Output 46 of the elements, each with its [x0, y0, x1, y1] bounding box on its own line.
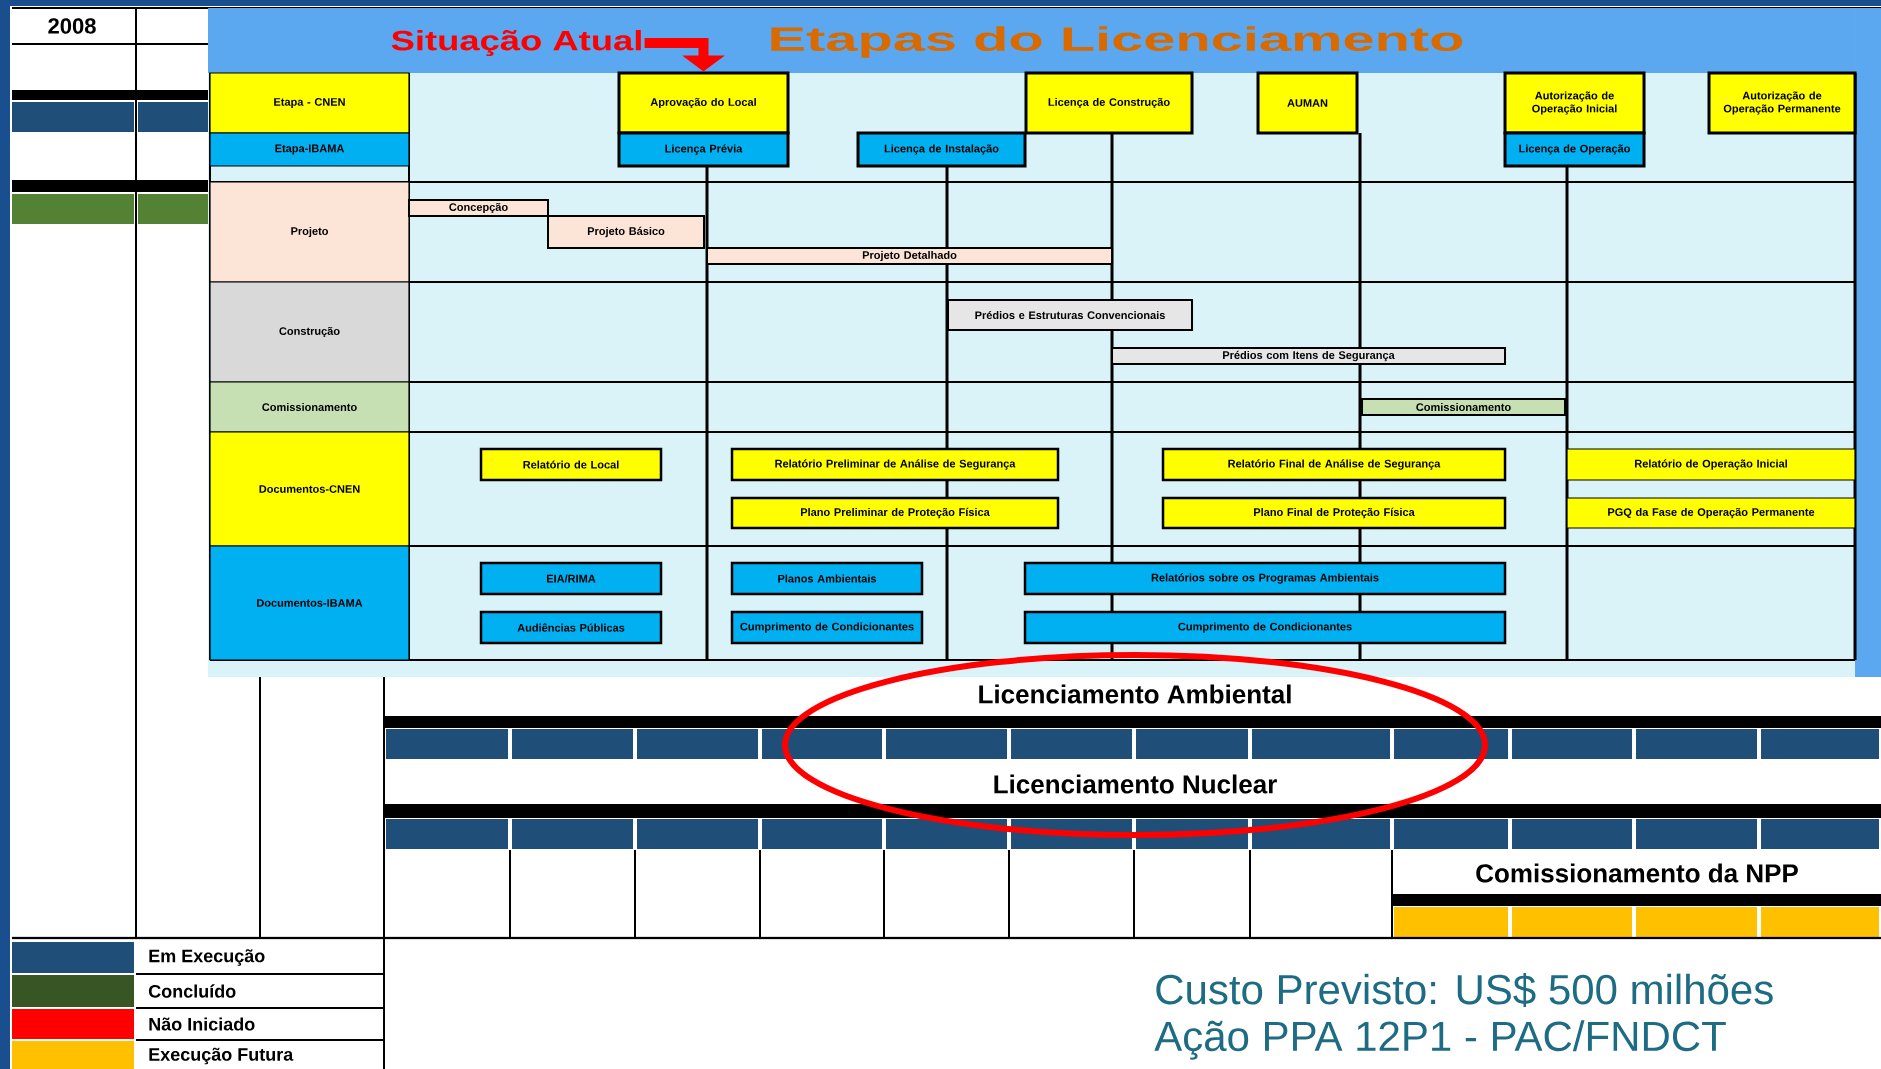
document-box: Plano Final de Proteção Física [1161, 496, 1507, 530]
document-box: EIA/RIMA [479, 561, 663, 596]
status-label: Situação Atual [391, 29, 641, 57]
milestone-box: AUMAN [1256, 71, 1359, 135]
task-bar: Projeto Detalhado [706, 247, 1113, 265]
legend-label: Não Iniciado [149, 1017, 255, 1031]
legend-label: Concluído [148, 984, 236, 998]
row-header: Documentos-CNEN [209, 431, 410, 547]
task-bar: Comissionamento [1361, 398, 1566, 416]
bar-label: Comissionamento da NPP [1476, 863, 1798, 883]
document-box: Relatório de Operação Inicial [1566, 448, 1856, 481]
milestone-box: Licença de Instalação [856, 131, 1027, 168]
legend-label: Em Execução [149, 949, 265, 966]
document-box: Cumprimento de Condicionantes [1023, 610, 1507, 645]
row-header: Construção [209, 281, 410, 383]
milestone-box: Autorização de Operação Permanente [1707, 71, 1857, 135]
title: Etapas do Licenciamento [771, 26, 1463, 58]
document-box: Relatório Final de Análise de Segurança [1161, 447, 1507, 482]
legend-label: Execução Futura [149, 1047, 294, 1065]
document-box: Plano Preliminar de Proteção Física [730, 496, 1060, 530]
task-bar: Prédios com Itens de Segurança [1111, 347, 1506, 365]
document-box: Relatórios sobre os Programas Ambientais [1023, 561, 1507, 596]
row-header: Comissionamento [209, 381, 410, 433]
milestone-box: Autorização de Operação Inicial [1503, 71, 1646, 135]
bar-label: Licenciamento Ambiental [979, 684, 1291, 704]
task-bar: Projeto Básico [547, 215, 705, 249]
document-box: Relatório de Local [479, 447, 663, 482]
task-bar: Concepção [408, 199, 549, 217]
task-bar: Prédios e Estruturas Convencionais [947, 299, 1193, 331]
document-box: Planos Ambientais [730, 561, 924, 596]
row-header: Etapa - CNEN [209, 72, 410, 134]
cost-note: Custo Previsto: US$ 500 milhões [1156, 973, 1773, 1007]
milestone-box: Aprovação do Local [617, 71, 790, 135]
milestone-box: Licença de Construção [1024, 71, 1194, 135]
document-box: Cumprimento de Condicionantes [730, 610, 924, 645]
document-box: Relatório Preliminar de Análise de Segurança [730, 447, 1060, 482]
document-box: PGQ da Fase de Operação Permanente [1566, 497, 1856, 529]
document-box: Audiências Públicas [479, 610, 663, 645]
year-label: 2008 [48, 18, 96, 34]
milestone-box: Licença Prévia [617, 131, 790, 168]
row-header: Projeto [209, 181, 410, 283]
bar-label: Licenciamento Nuclear [994, 774, 1277, 794]
action-note: Ação PPA 12P1 - PAC/FNDCT [1154, 1020, 1726, 1060]
row-header: Etapa-IBAMA [209, 132, 410, 167]
milestone-box: Licença de Operação [1503, 131, 1646, 168]
row-header: Documentos-IBAMA [209, 545, 410, 661]
